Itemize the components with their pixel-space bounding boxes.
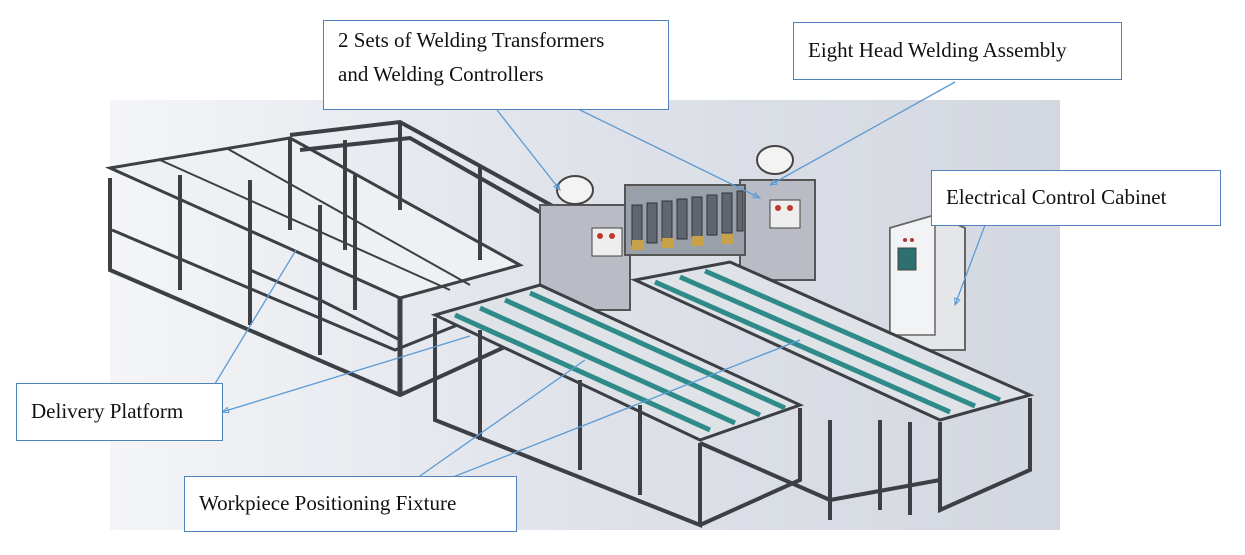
leader-welding-assembly-arrowhead (768, 178, 778, 186)
callout-welding-transformers: 2 Sets of Welding Transformers and Weldi… (323, 20, 669, 110)
callout-delivery-platform: Delivery Platform (16, 383, 223, 441)
callout-workpiece-positioning-fixture: Workpiece Positioning Fixture (184, 476, 517, 532)
leader-delivery-lower-arrowhead (220, 406, 230, 414)
callout-line-2: and Welding Controllers (338, 62, 544, 86)
positioning-fixture (430, 260, 1035, 528)
callout-text: Delivery Platform (31, 399, 184, 423)
leader-fixture-right (409, 339, 801, 495)
leader-transformer-left (496, 109, 561, 191)
electrical-cabinet (889, 213, 966, 351)
leader-delivery-lower (221, 335, 471, 413)
leader-delivery-upper (209, 249, 297, 393)
back-frame (289, 119, 561, 260)
leader-transformer-left-arrowhead (552, 182, 561, 192)
callout-text: Eight Head Welding Assembly (808, 38, 1067, 62)
callout-eight-head-welding-assembly: Eight Head Welding Assembly (793, 22, 1122, 80)
leader-welding-assembly (769, 81, 956, 186)
leader-control-cabinet (954, 224, 986, 306)
callout-text: Workpiece Positioning Fixture (199, 491, 457, 515)
delivery-platform-frame (104, 136, 524, 398)
callout-electrical-control-cabinet: Electrical Control Cabinet (931, 170, 1221, 226)
leader-control-cabinet-arrowhead (954, 297, 961, 307)
leader-transformer-right (579, 109, 761, 199)
callout-text: Electrical Control Cabinet (946, 185, 1167, 209)
leader-fixture-left (399, 359, 586, 491)
leader-transformer-right-arrowhead (752, 191, 762, 199)
callout-line-1: 2 Sets of Welding Transformers (338, 28, 605, 52)
